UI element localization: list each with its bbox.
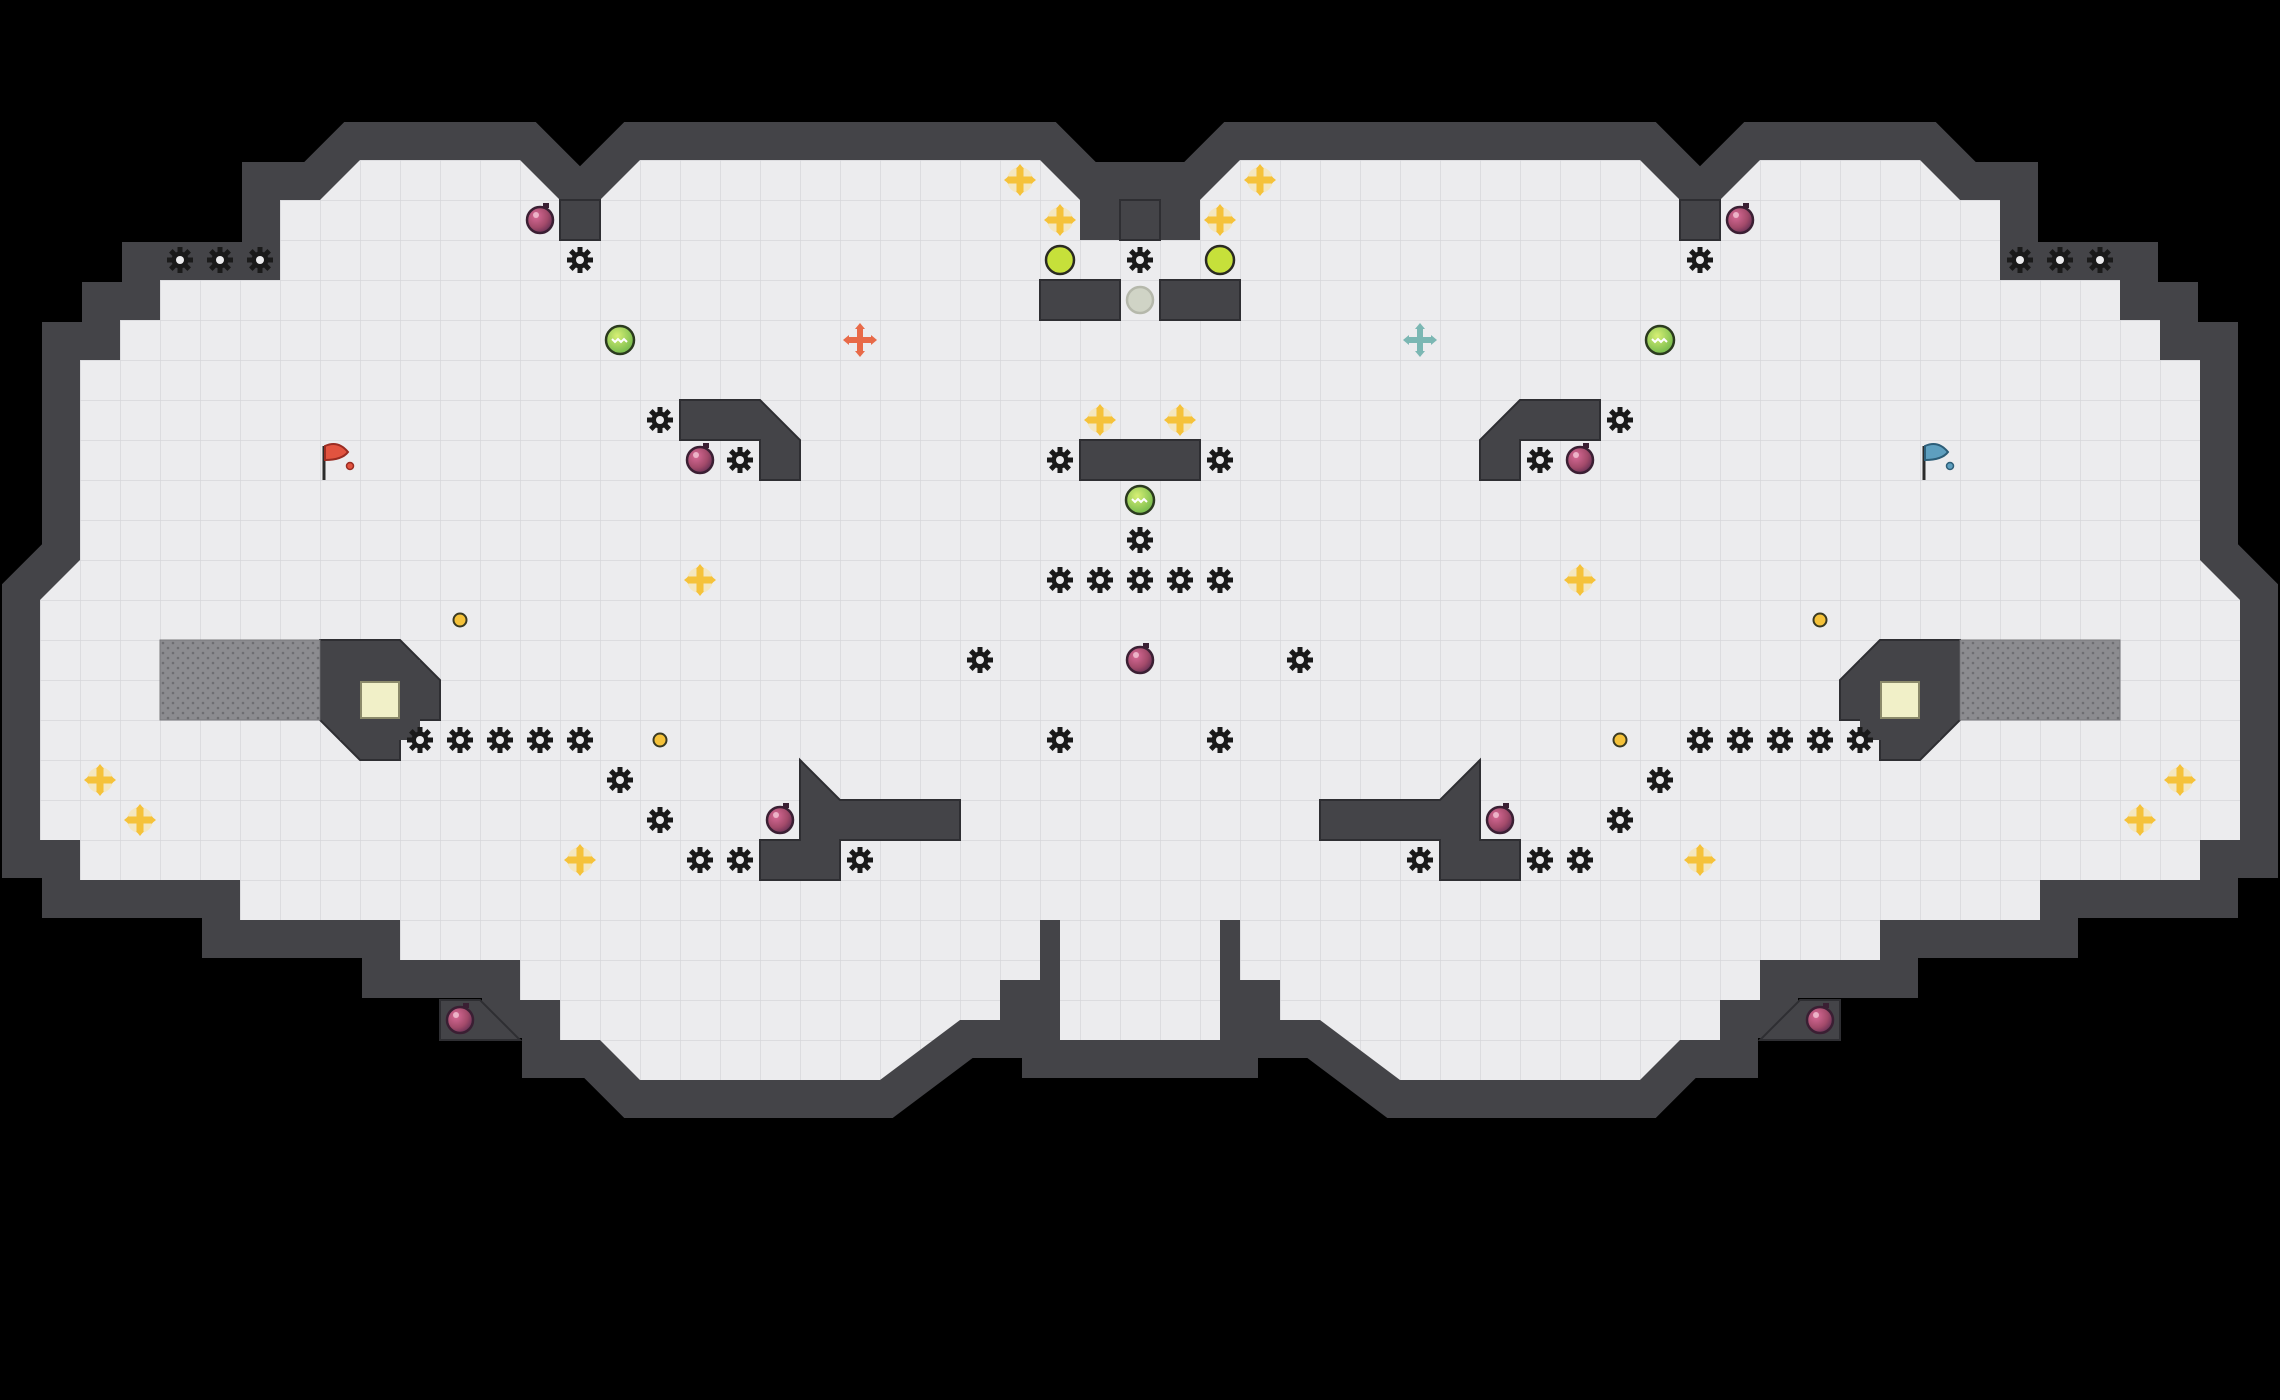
spike-icon xyxy=(647,407,673,433)
arena-floor xyxy=(40,160,2240,1080)
spike-icon xyxy=(687,847,713,873)
spike-icon xyxy=(1527,847,1553,873)
red-gate xyxy=(159,639,321,721)
spike-icon xyxy=(527,727,553,753)
boost-icon[interactable] xyxy=(1644,324,1676,356)
inner-wall xyxy=(1119,199,1161,241)
spike-icon xyxy=(1127,527,1153,553)
portals xyxy=(340,660,1940,740)
spike-icon xyxy=(1567,847,1593,873)
spike-icon xyxy=(1287,647,1313,673)
blue-gate xyxy=(1959,639,2121,721)
red-portal[interactable] xyxy=(340,660,420,740)
inner-wall xyxy=(679,399,801,481)
spike-icon xyxy=(1527,447,1553,473)
spike-icon xyxy=(1407,847,1433,873)
spike-icon xyxy=(567,247,593,273)
spike-icon xyxy=(847,847,873,873)
spike-icon xyxy=(1207,447,1233,473)
gates xyxy=(159,639,2121,721)
spike-icon xyxy=(2087,247,2113,273)
inner-wall xyxy=(1039,279,1121,321)
spike-icon xyxy=(647,807,673,833)
spike-icon xyxy=(1607,407,1633,433)
red-flag[interactable] xyxy=(322,443,355,480)
portal-icon xyxy=(360,681,400,719)
spike-icon xyxy=(167,247,193,273)
button-icon[interactable] xyxy=(452,612,468,628)
button-icon[interactable] xyxy=(652,732,668,748)
blue-flag[interactable] xyxy=(1922,443,1955,480)
blue-portal[interactable] xyxy=(1860,660,1940,740)
spike-icon xyxy=(1207,727,1233,753)
red-flag-icon xyxy=(322,443,355,480)
spike-icon xyxy=(727,447,753,473)
spike-icon xyxy=(1207,567,1233,593)
spike-icon xyxy=(1687,247,1713,273)
bomb-icon xyxy=(445,1003,475,1035)
inner-wall xyxy=(1479,399,1601,481)
spike-icon xyxy=(1647,767,1673,793)
boost-icon[interactable] xyxy=(1124,484,1156,516)
spike-icon xyxy=(2047,247,2073,273)
spike-icon xyxy=(1607,807,1633,833)
spike-icon xyxy=(1047,447,1073,473)
bomb-icon xyxy=(685,443,715,475)
button-icon[interactable] xyxy=(1204,244,1236,276)
spike-icon xyxy=(487,727,513,753)
inner-wall xyxy=(759,757,961,881)
bomb-icon xyxy=(765,803,795,835)
blue-flag-icon xyxy=(1922,443,1955,480)
spike-icon xyxy=(1167,567,1193,593)
spike-icon xyxy=(607,767,633,793)
boost-icon[interactable] xyxy=(604,324,636,356)
button-icon[interactable] xyxy=(1812,612,1828,628)
spike-icon xyxy=(207,247,233,273)
blue-spawn-icon xyxy=(1403,323,1437,357)
spike-icon xyxy=(1127,567,1153,593)
bomb-icon xyxy=(1565,443,1595,475)
spike-icon xyxy=(967,647,993,673)
bomb-icon xyxy=(525,203,555,235)
blue-spawn xyxy=(1403,323,1437,357)
button-icon[interactable] xyxy=(1125,285,1155,315)
button-icon[interactable] xyxy=(1044,244,1076,276)
inner-wall xyxy=(559,199,601,241)
spike-icon xyxy=(1127,247,1153,273)
bomb-icon xyxy=(1725,203,1755,235)
bomb-icon xyxy=(1125,643,1155,675)
spike-icon xyxy=(2007,247,2033,273)
bomb-icon xyxy=(1805,1003,1835,1035)
spike-icon xyxy=(447,727,473,753)
spike-icon xyxy=(1807,727,1833,753)
spike-icon xyxy=(1727,727,1753,753)
spike-icon xyxy=(1847,727,1873,753)
spike-icon xyxy=(1047,727,1073,753)
spike-icon xyxy=(407,727,433,753)
items-layer xyxy=(84,164,2196,1035)
inner-wall xyxy=(1079,439,1201,481)
red-spawn xyxy=(843,323,877,357)
inner-wall xyxy=(1679,199,1721,241)
red-spawn-icon xyxy=(843,323,877,357)
spike-icon xyxy=(1767,727,1793,753)
spike-icon xyxy=(247,247,273,273)
bomb-icon xyxy=(1485,803,1515,835)
inner-wall xyxy=(1159,279,1241,321)
inner-wall xyxy=(1319,757,1521,881)
spike-icon xyxy=(727,847,753,873)
button-icon[interactable] xyxy=(1612,732,1628,748)
spike-icon xyxy=(1687,727,1713,753)
spike-icon xyxy=(567,727,593,753)
spike-icon xyxy=(1087,567,1113,593)
spike-icon xyxy=(1047,567,1073,593)
portal-icon xyxy=(1880,681,1920,719)
